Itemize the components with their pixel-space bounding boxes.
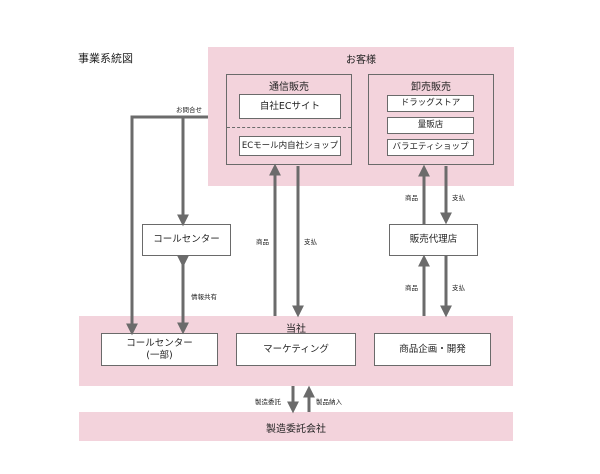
wholesale-item: ドラッグストア	[387, 95, 474, 112]
wholesale-title: 卸売販売	[411, 82, 451, 93]
manufacturer-band	[79, 412, 513, 441]
goods-label-wholesale: 商品	[405, 194, 418, 202]
goods-label-agent: 商品	[405, 284, 418, 292]
mail-order-title: 通信販売	[269, 82, 309, 93]
sales-agent-box: 販売代理店	[389, 224, 478, 256]
customers-title: お客様	[346, 55, 376, 66]
mfg-delivery-label: 製品納入	[316, 398, 342, 406]
payment-label-agent: 支払	[452, 284, 465, 292]
mail-order-group	[226, 74, 352, 165]
inquiry-label: お問合せ	[176, 106, 202, 114]
call-center-part-box: コールセンター (一部)	[101, 333, 218, 366]
ec-mall-shop: ECモール内自社ショップ	[239, 136, 341, 156]
payment-label-ec: 支払	[304, 238, 317, 246]
page-title: 事業系統図	[78, 52, 133, 65]
wholesale-item: 量販店	[387, 117, 474, 134]
own-ec-site: 自社ECサイト	[239, 94, 341, 119]
company-title: 当社	[286, 324, 306, 335]
marketing-box: マーケティング	[236, 333, 356, 366]
mfg-order-label: 製造委託	[255, 398, 281, 406]
planning-box: 商品企画・開発	[374, 333, 491, 366]
payment-label-wholesale: 支払	[452, 194, 465, 202]
info-share-label: 情報共有	[191, 293, 217, 301]
wholesale-group	[368, 74, 494, 165]
manufacturer-title: 製造委託会社	[266, 424, 326, 435]
group-divider	[227, 127, 351, 128]
wholesale-item: バラエティショップ	[387, 139, 474, 156]
goods-label-ec: 商品	[256, 238, 269, 246]
